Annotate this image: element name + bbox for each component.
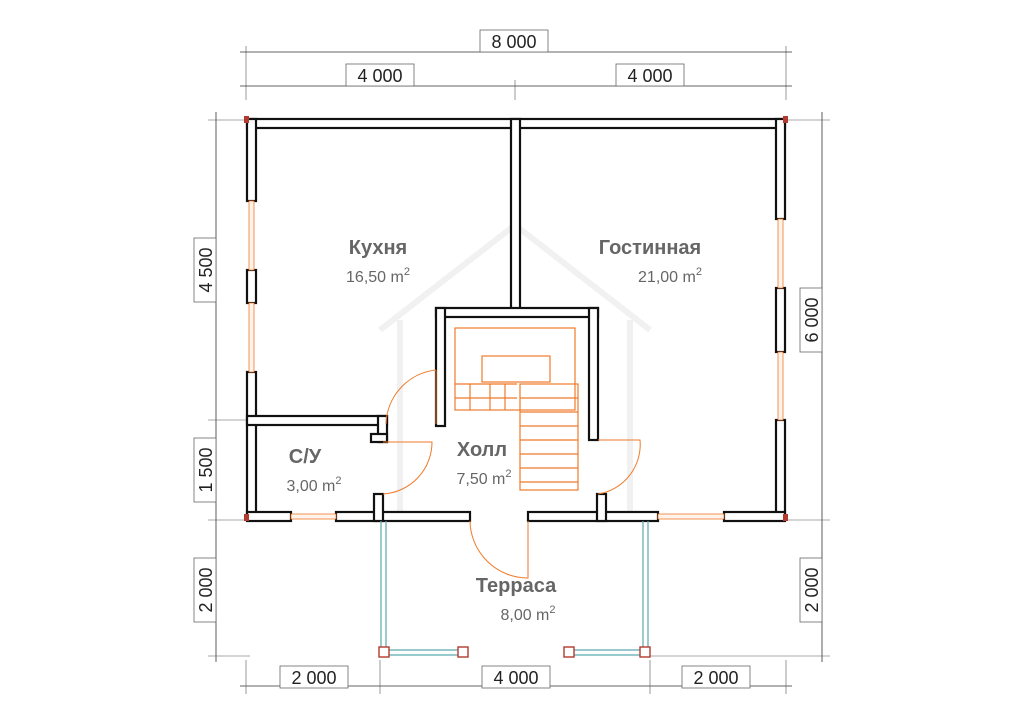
dim-bottom-left: 2 000: [291, 668, 336, 688]
terrace-post-4: [639, 646, 651, 658]
dim-left-terrace: 2 000: [196, 567, 216, 612]
room-area-bathroom: 3,00 m2: [286, 475, 341, 495]
terrace-post-2: [457, 646, 469, 658]
window-bottom-right: [657, 513, 725, 520]
room-living: Гостинная 21,00 m2: [599, 237, 702, 286]
room-terrace: Терраса 8,00 m2: [476, 575, 557, 624]
room-name-hall: Холл: [457, 439, 507, 461]
terrace-railing: [378, 521, 651, 658]
walls: [245, 117, 787, 523]
dim-right-terrace: 2 000: [802, 567, 822, 612]
windows: [248, 200, 784, 520]
window-right-upper: [777, 218, 784, 289]
room-hall: Холл 7,50 m2: [456, 439, 511, 488]
room-area-living: 21,00 m2: [638, 266, 702, 286]
window-right-lower: [777, 351, 784, 421]
room-area-hall: 7,50 m2: [456, 468, 511, 488]
doors: [382, 369, 641, 579]
dim-right-house: 6 000: [802, 297, 822, 342]
bottom-dimensions: 2 000 4 000 2 000: [240, 660, 792, 694]
terrace-post-1: [378, 646, 390, 658]
top-dimensions: 8 000 4 000 4 000: [240, 29, 792, 100]
left-dimensions: 4 500 1 500 2 000: [193, 112, 250, 662]
dim-bottom-right: 2 000: [693, 668, 738, 688]
corner-markers: [244, 116, 788, 521]
room-area-kitchen: 16,50 m2: [346, 266, 410, 286]
window-left-lower: [248, 302, 255, 373]
room-name-bathroom: С/У: [289, 446, 322, 468]
dim-top-total: 8 000: [491, 32, 536, 52]
room-name-living: Гостинная: [599, 237, 701, 259]
room-name-kitchen: Кухня: [349, 237, 407, 259]
window-bottom-bath: [290, 513, 337, 520]
terrace-post-3: [563, 646, 575, 658]
dim-top-left: 4 000: [357, 66, 402, 86]
staircase: [454, 327, 579, 491]
room-area-terrace: 8,00 m2: [500, 604, 555, 624]
dim-top-right: 4 000: [627, 66, 672, 86]
right-dimensions: 6 000 2 000: [640, 112, 830, 662]
window-left-upper: [248, 200, 255, 271]
dim-left-lower: 1 500: [196, 447, 216, 492]
dim-bottom-mid: 4 000: [493, 668, 538, 688]
room-bathroom: С/У 3,00 m2: [286, 446, 341, 495]
room-kitchen: Кухня 16,50 m2: [346, 237, 410, 286]
dim-left-upper: 4 500: [196, 247, 216, 292]
room-name-terrace: Терраса: [476, 575, 557, 597]
